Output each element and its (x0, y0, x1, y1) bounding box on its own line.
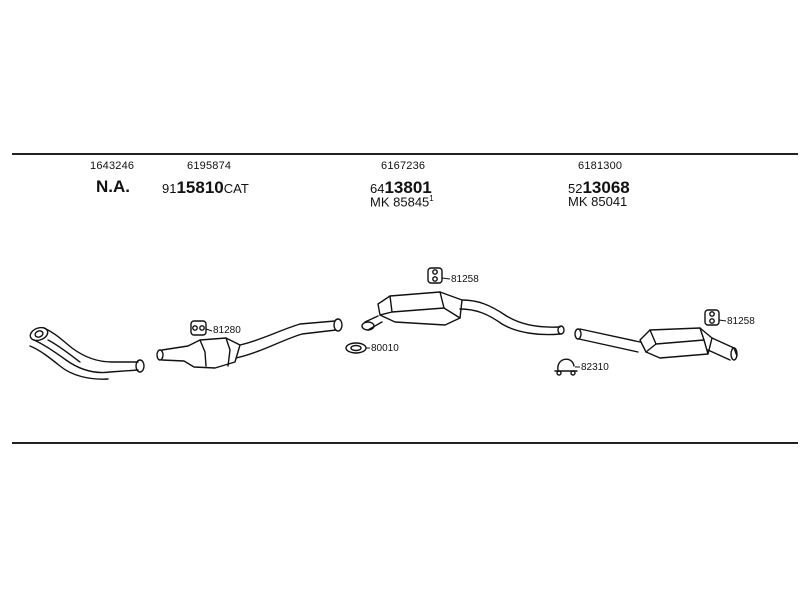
part-prefix: 52 (568, 181, 583, 196)
catalytic-converter-icon (156, 318, 343, 369)
part-suffix: CAT (223, 181, 249, 196)
part-number-center-silencer: 6413801 (370, 179, 432, 196)
mk-footnote: 1 (429, 194, 434, 203)
callout-gasket: 80010 (371, 343, 399, 354)
clamp-icon (554, 358, 578, 376)
callout-clamp: 82310 (581, 362, 609, 373)
part-main: 15810 (176, 178, 224, 197)
mk-number-rear-silencer: MK 85041 (568, 195, 627, 208)
part-prefix: 91 (162, 181, 177, 196)
part-prefix: 64 (370, 181, 385, 196)
center-silencer-icon (361, 291, 565, 336)
part-label-front-pipe: N.A. (96, 177, 130, 196)
rear-silencer-icon (574, 327, 738, 361)
oe-number-catalyst: 6195874 (187, 160, 232, 172)
gasket-icon (345, 342, 367, 354)
oe-number-front-pipe: 1643246 (90, 160, 135, 172)
part-main: 13801 (384, 178, 432, 197)
callout-hanger-catalyst: 81280 (213, 325, 241, 336)
oe-number-center-silencer: 6167236 (381, 160, 426, 172)
callout-hanger-rear: 81258 (727, 316, 755, 327)
mk-value: 85041 (591, 194, 628, 209)
mk-prefix: MK (370, 194, 390, 210)
callout-hanger-mid: 81258 (451, 274, 479, 285)
part-number-rear-silencer: 5213068 (568, 179, 630, 196)
part-number-catalyst: 9115810CAT (162, 179, 249, 196)
oe-number-rear-silencer: 6181300 (578, 160, 623, 172)
top-divider (12, 153, 798, 155)
mk-prefix: MK (568, 194, 588, 209)
front-pipe-icon (29, 326, 145, 380)
mk-value: 85845 (393, 194, 430, 210)
part-main: 13068 (582, 178, 630, 197)
mk-number-center-silencer: MK 858451 (370, 194, 434, 210)
rubber-hanger-icon (704, 309, 720, 326)
bottom-divider (12, 442, 798, 444)
rubber-hanger-icon (190, 320, 207, 336)
rubber-hanger-icon (427, 267, 443, 284)
